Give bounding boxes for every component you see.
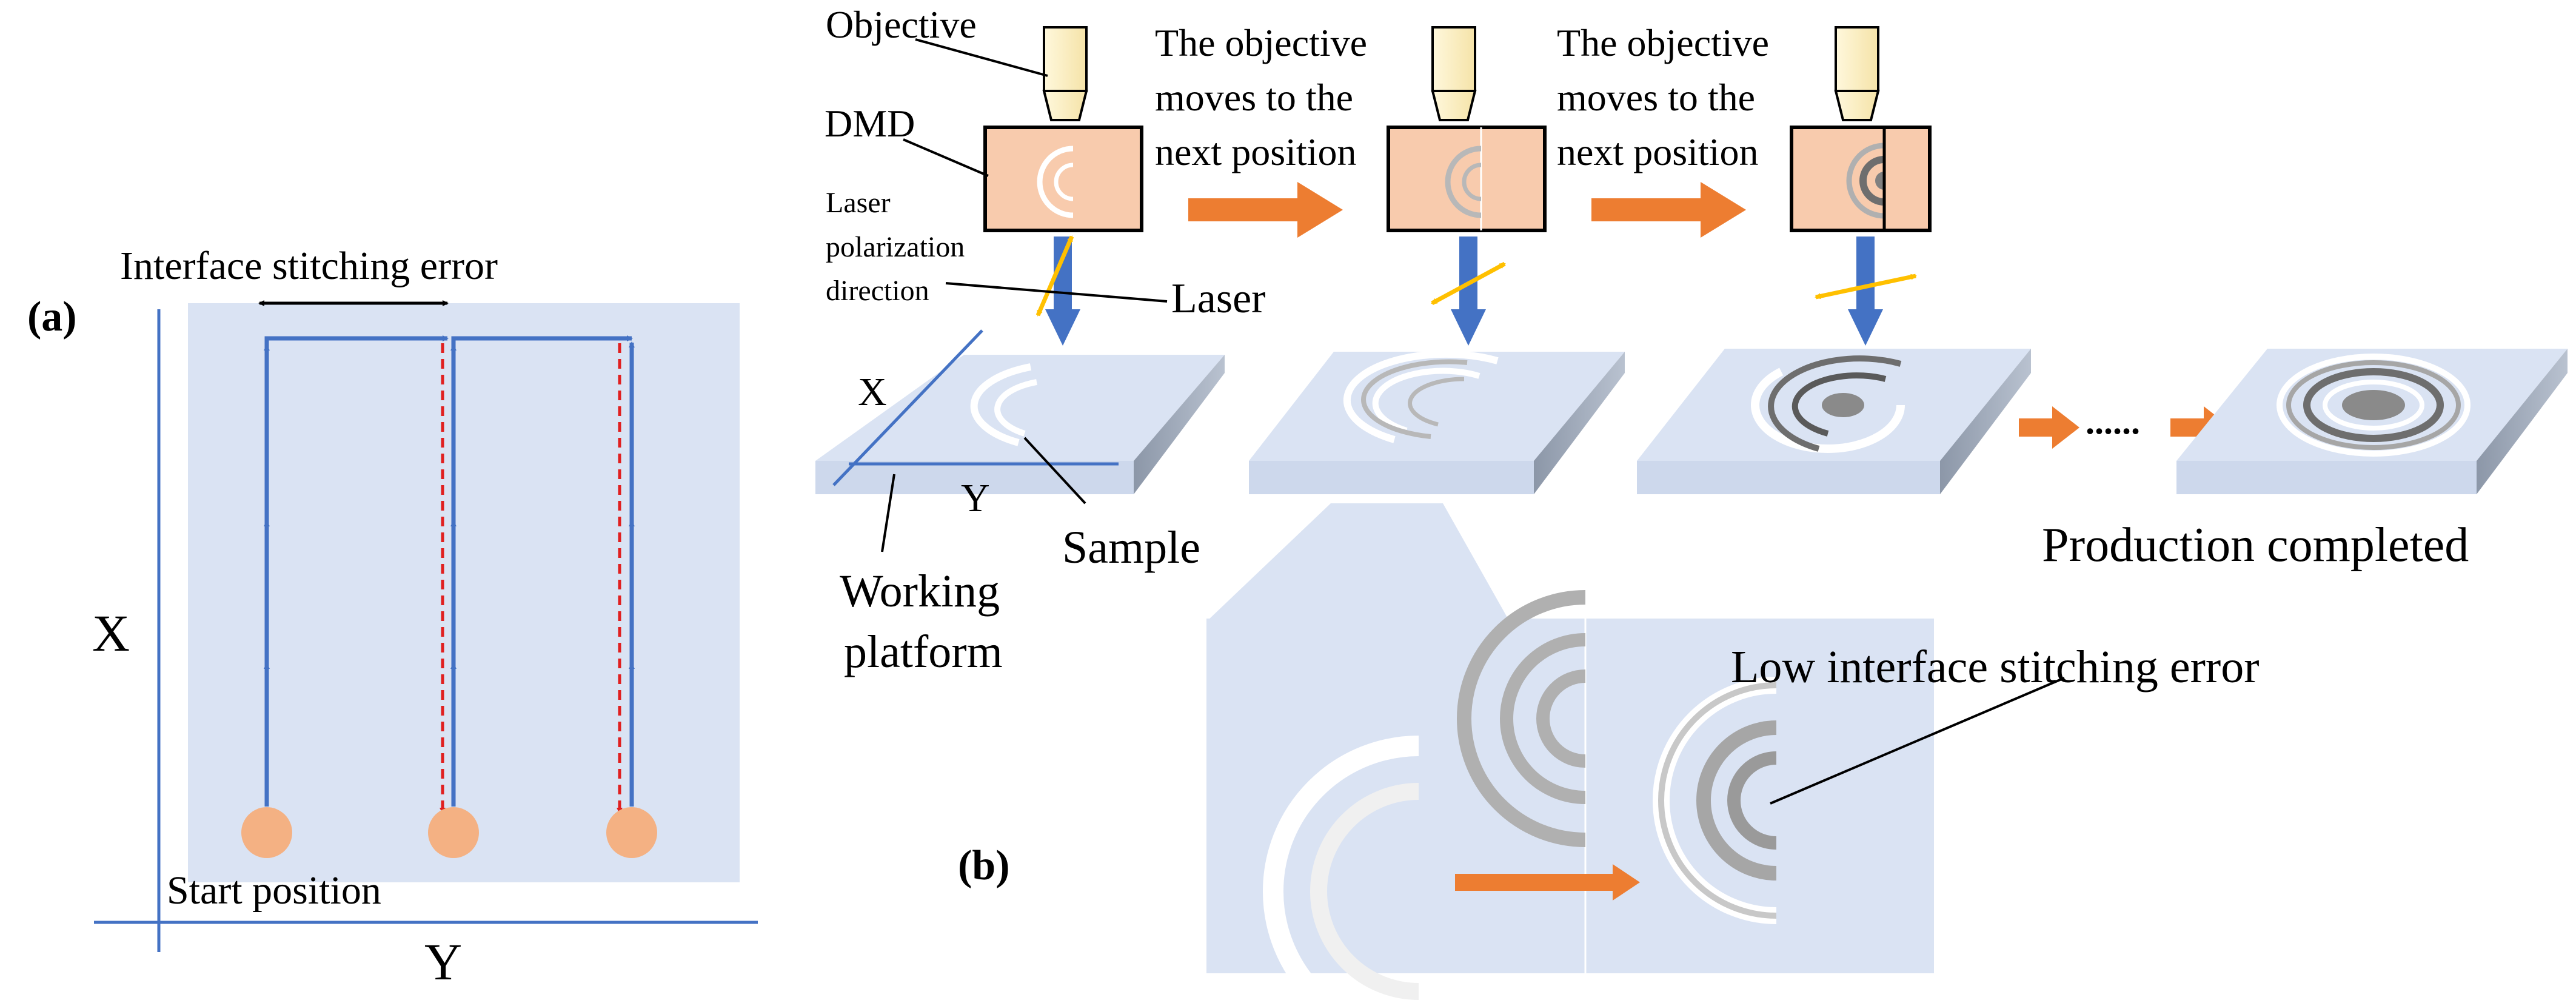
platform-label-line-1: Working [840,566,1000,617]
move-label-1-line-1: The objective [1155,21,1367,64]
magnified-orange-arrowhead [1613,864,1640,901]
stage-final [2176,349,2568,494]
low-error-leader [1770,677,2065,805]
stage-2 [1249,26,1625,494]
move-label-2-line-2: moves to the [1557,76,1755,119]
objective-lens [1431,26,1477,121]
panel-b-label: (b) [958,842,1010,889]
continue-arrow-1 [2019,406,2079,449]
ellipsis: ...... [2086,401,2140,441]
scan-arrow [264,335,449,346]
scan-area [188,303,740,882]
panel-a-label: (a) [27,294,77,340]
start-dot [606,807,657,858]
move-label-2-line-3: next position [1557,130,1758,173]
stitching-error-label: Interface stitching error [120,244,498,288]
polarization-label-line-2: polarization [826,231,965,263]
x-axis-label: X [92,604,130,662]
production-completed-label: Production completed [2042,518,2469,572]
platform-x-label: X [858,370,887,414]
move-arrow-2 [1591,182,1746,238]
platform-label-line-2: platform [844,626,1003,677]
sample-pattern [1343,350,1499,443]
start-position-label: Start position [167,868,381,913]
magnified-ring-left [1263,736,1419,1003]
stage-3 [1637,26,2031,494]
sample-leader [1023,437,1086,505]
completed-pattern [2277,354,2471,457]
platform-x-axis [832,329,983,486]
sample-label: Sample [1062,522,1200,573]
scan-column-2 [428,335,633,858]
dmd-leader [903,138,989,177]
sample-slab [1249,352,1625,494]
dmd-pattern [1445,146,1482,218]
polarization-label-line-3: direction [826,275,929,307]
scan-arrow [451,335,633,346]
dmd-pattern [1846,129,1886,229]
start-dot [241,807,292,858]
magnified-ring-middle [1457,590,1586,847]
sample-slab [1637,349,2031,494]
polarization-label-line-1: Laser [826,187,891,219]
objective-lens [1834,26,1880,121]
polarization-arrow [1815,273,1917,300]
dmd-label: DMD [825,102,915,145]
scan-column-1 [241,335,449,858]
platform-leader [881,474,895,552]
polarization-arrow [1035,235,1074,317]
polarization-arrow [1431,261,1506,306]
dmd-pattern [1037,146,1074,218]
move-label-1-line-3: next position [1155,130,1356,173]
sample-pattern [970,363,1037,446]
sample-pattern [1751,355,1905,453]
panel-a: (a) Interface stitching error X Y Start … [27,244,758,991]
move-label-1-line-2: moves to the [1155,76,1353,119]
stage-1: X Y Objective DMD Laser polarization dir… [815,3,1265,677]
objective-label: Objective [826,3,977,46]
laser-leader [945,282,1168,303]
panel-b: Low interface stitching error (b) [815,3,2568,1003]
move-label-2-line-1: The objective [1557,21,1769,64]
magnified-ring-stitched [1653,677,1777,924]
zoom-beam [1206,503,1510,622]
move-arrow-1 [1188,182,1343,238]
low-error-label: Low interface stitching error [1731,642,2260,693]
start-dot [428,807,479,858]
scan-column-3 [606,341,657,858]
objective-lens [1042,26,1088,121]
y-axis-label: Y [424,933,462,991]
laser-label: Laser [1171,275,1265,322]
objective-leader [915,38,1048,77]
platform-y-label: Y [961,476,990,520]
